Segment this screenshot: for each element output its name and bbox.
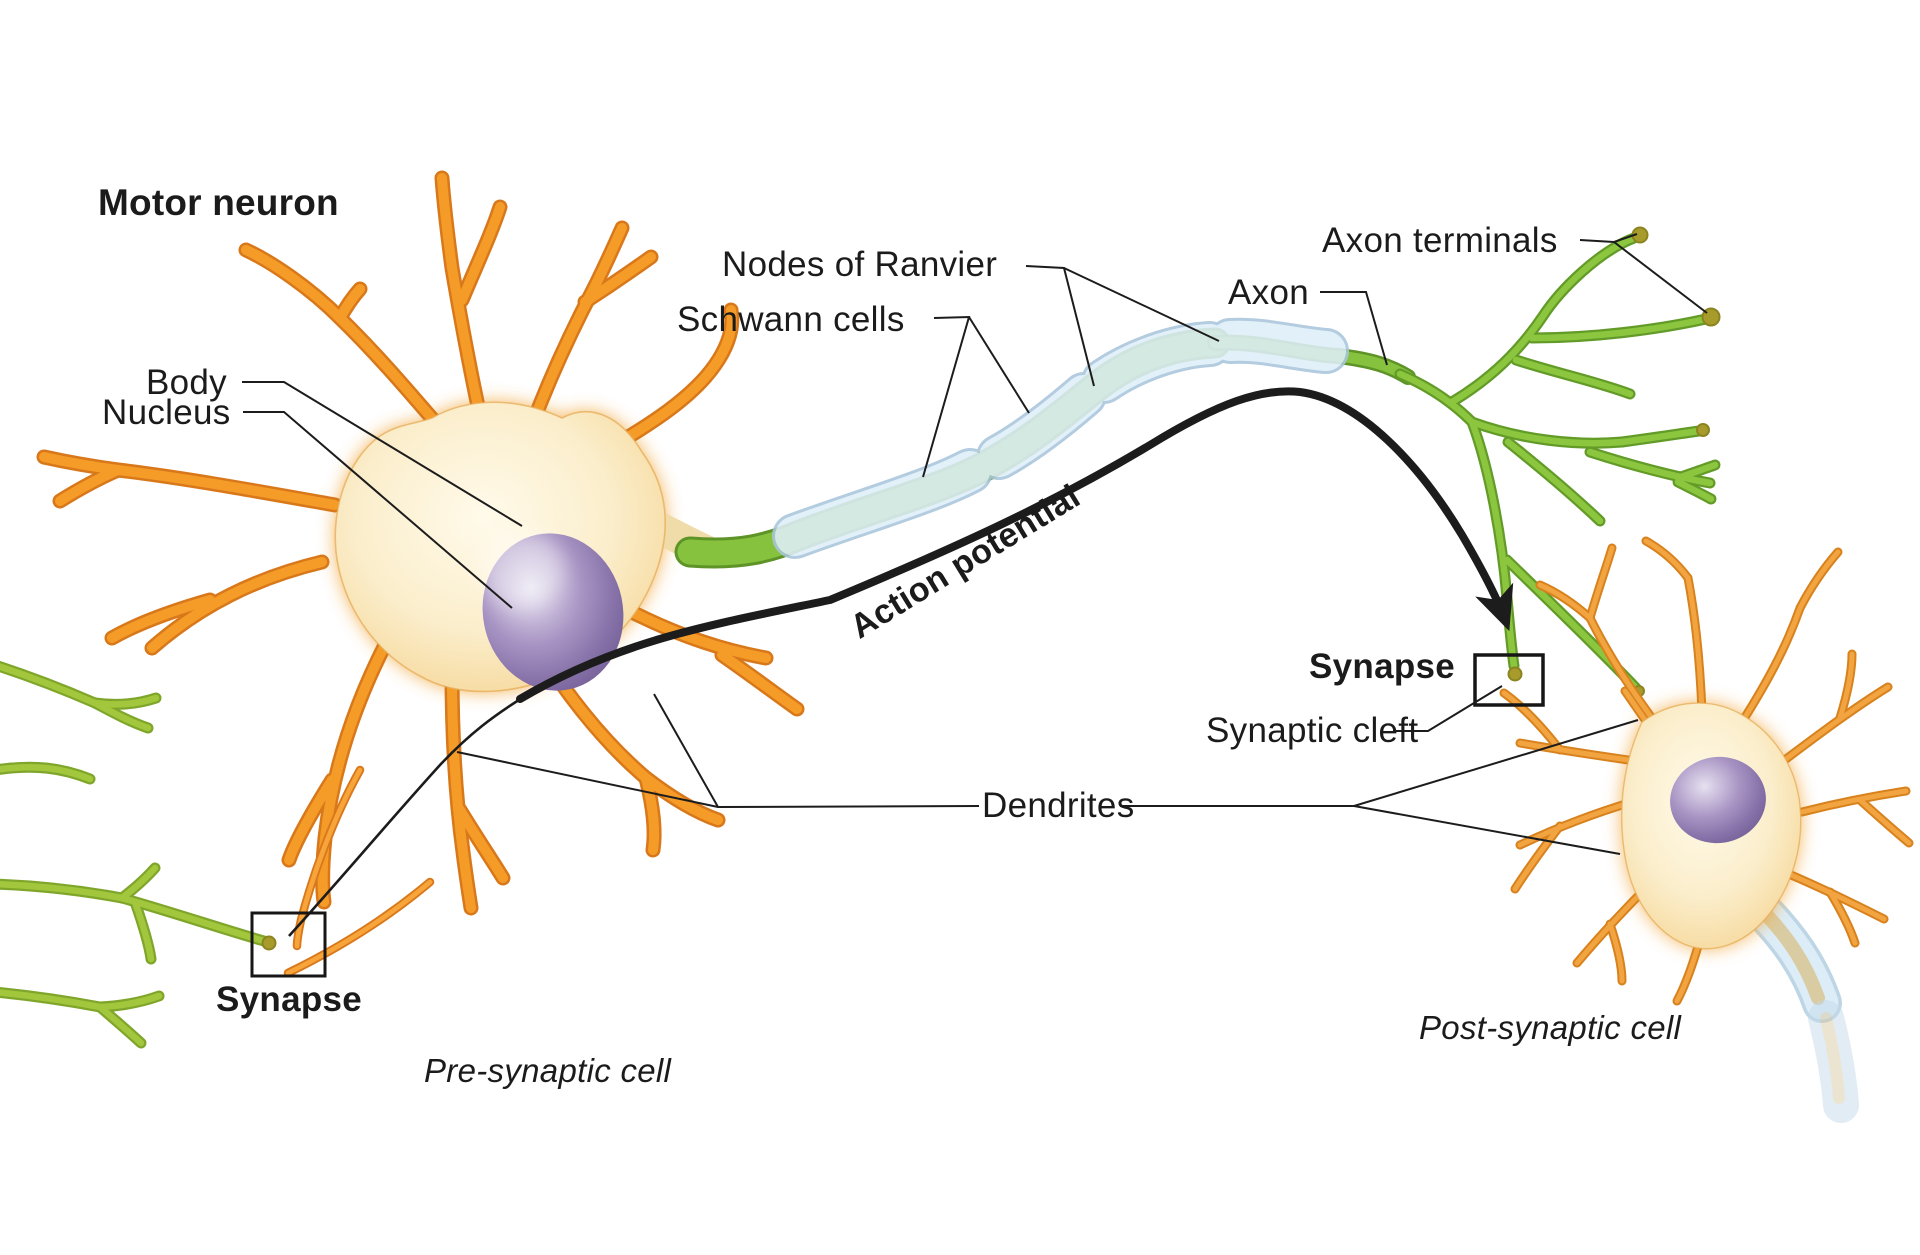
action-potential-path: [288, 387, 1514, 937]
synapse-box-lower: [250, 911, 327, 978]
synapse-box-upper: [1473, 653, 1545, 707]
nucleus-highlight: [480, 530, 564, 610]
label-synapse-lower: Synapse: [216, 980, 363, 1019]
post-nucleus-shape: [1670, 756, 1766, 844]
label-nodes-of-ranvier: Nodes of Ranvier: [722, 245, 998, 284]
label-body: Body: [146, 363, 227, 402]
label-dendrites: Dendrites: [982, 786, 1135, 825]
label-synapse-upper: Synapse: [1309, 647, 1456, 686]
label-schwann-cells: Schwann cells: [677, 300, 905, 339]
diagram-title: Motor neuron: [98, 182, 339, 223]
myelinated-axon: [674, 317, 1416, 569]
axon-terminal-tree: [1400, 226, 1721, 697]
leader-lines: [242, 233, 1708, 855]
pre-synaptic-neuron: [44, 178, 797, 973]
label-nucleus: Nucleus: [102, 393, 231, 432]
label-synaptic-cleft: Synaptic cleft: [1206, 711, 1419, 750]
schwann-cells-sheaths: [772, 317, 1349, 559]
label-axon: Axon: [1228, 273, 1309, 312]
post-synaptic-neuron: [1504, 541, 1909, 1123]
label-post-synaptic-cell: Post-synaptic cell: [1419, 1009, 1682, 1046]
label-pre-synaptic-cell: Pre-synaptic cell: [424, 1052, 672, 1089]
label-axon-terminals: Axon terminals: [1322, 221, 1558, 260]
incoming-axon-terminals: [0, 665, 277, 1043]
